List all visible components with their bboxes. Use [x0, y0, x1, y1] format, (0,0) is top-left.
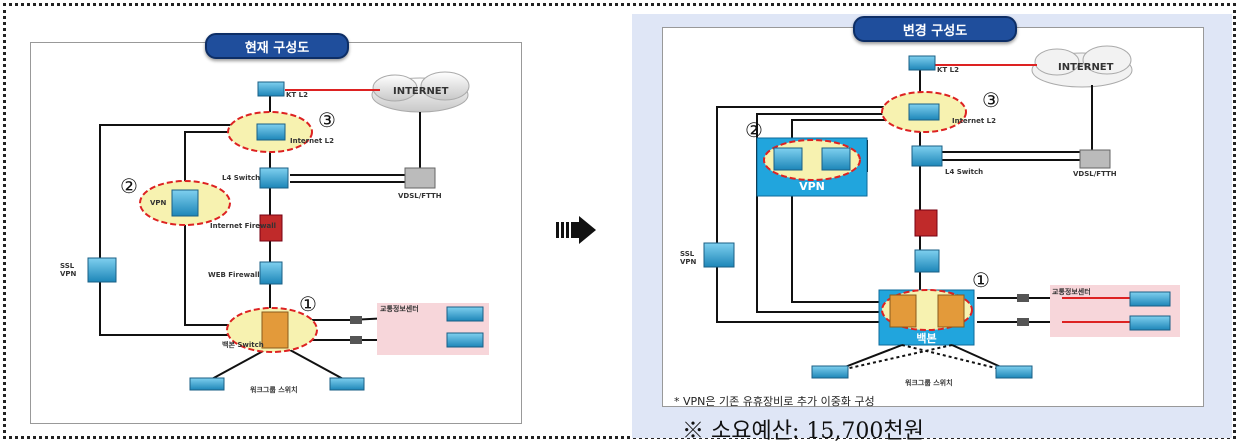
label-internet: INTERNET: [1058, 62, 1114, 73]
vpn-device-1-icon: [773, 147, 803, 171]
vpn-device-icon: [171, 189, 199, 217]
marker-3: ③: [318, 108, 336, 132]
internet-cloud-icon: [1031, 45, 1133, 88]
modem-1-icon: [1017, 294, 1029, 302]
traffic-switch-2-icon: [446, 332, 484, 348]
label-vpn: VPN: [150, 199, 167, 207]
label-traffic-center: 교통정보센터: [1052, 288, 1091, 296]
label-l4-switch: L4 Switch: [945, 168, 984, 176]
transition-arrow-icon: [556, 216, 596, 244]
internet-l2-switch-icon: [256, 123, 286, 141]
vdsl-server-icon: [1079, 149, 1111, 169]
current-network-diagram: [87, 71, 596, 391]
label-backbone-switch: 백본 Switch: [222, 341, 264, 349]
vpn-note: * VPN은 기존 유휴장비로 추가 이중화 구성: [674, 395, 875, 408]
label-ssl-vpn: SSL VPN: [60, 262, 77, 278]
label-kt-l2: KT L2: [286, 91, 308, 99]
backbone-switch-1-icon: [889, 294, 917, 328]
web-firewall-icon: [259, 261, 283, 285]
label-internet-l2: Internet L2: [290, 137, 334, 145]
marker-1: ①: [299, 292, 317, 316]
current-title: 현재 구성도: [205, 33, 349, 59]
l4-switch-icon: [259, 167, 289, 189]
label-traffic-center: 교통정보센터: [380, 305, 419, 313]
label-l4-switch: L4 Switch: [222, 174, 261, 182]
marker-3: ③: [982, 88, 1000, 112]
label-internet-l2: Internet L2: [952, 117, 996, 125]
traffic-switch-1-icon: [1129, 291, 1171, 307]
workgroup-switch-2-icon: [995, 365, 1033, 379]
label-workgroup: 워크그룹 스위치: [905, 379, 953, 387]
label-internet-firewall: Internet Firewall: [210, 222, 277, 230]
outer-frame: [3, 3, 1236, 439]
marker-2: ②: [745, 118, 763, 142]
workgroup-switch-2-icon: [329, 377, 365, 391]
l4-switch-icon: [911, 145, 943, 167]
kt-l2-switch-icon: [257, 81, 285, 97]
backbone-switch-2-icon: [937, 294, 965, 328]
backbone-switch-icon: [261, 311, 289, 349]
kt-l2-switch-icon: [908, 55, 936, 71]
label-web-firewall: WEB Firewall: [208, 271, 260, 279]
label-ssl-vpn: SSL VPN: [680, 250, 697, 266]
label-vdsl: VDSL/FTTH: [1073, 170, 1117, 178]
internet-firewall-icon: [914, 209, 938, 237]
marker-2: ②: [120, 174, 138, 198]
label-kt-l2: KT L2: [937, 66, 959, 74]
changed-network-diagram: [703, 45, 1180, 379]
traffic-switch-2-icon: [1129, 315, 1171, 331]
modem-2-icon: [350, 336, 362, 344]
ssl-vpn-device-icon: [87, 257, 117, 283]
modem-1-icon: [350, 316, 362, 324]
budget-text: ※ 소요예산: 15,700천원: [682, 419, 924, 444]
workgroup-switch-1-icon: [811, 365, 849, 379]
internet-cloud-icon: [371, 71, 470, 113]
web-firewall-icon: [914, 249, 940, 273]
vpn-device-2-icon: [821, 147, 851, 171]
changed-title: 변경 구성도: [853, 16, 1017, 42]
traffic-switch-1-icon: [446, 306, 484, 322]
modem-2-icon: [1017, 318, 1029, 326]
vdsl-server-icon: [404, 167, 436, 189]
label-vpn: VPN: [799, 180, 825, 193]
internet-firewall-icon: [259, 214, 283, 242]
marker-1: ①: [972, 268, 990, 292]
label-internet: INTERNET: [393, 86, 449, 97]
internet-l2-switch-icon: [908, 103, 940, 121]
workgroup-switch-1-icon: [189, 377, 225, 391]
label-backbone: 백본: [916, 332, 937, 345]
label-workgroup: 워크그룹 스위치: [250, 386, 298, 394]
label-vdsl: VDSL/FTTH: [398, 192, 442, 200]
ssl-vpn-device-icon: [703, 242, 735, 268]
